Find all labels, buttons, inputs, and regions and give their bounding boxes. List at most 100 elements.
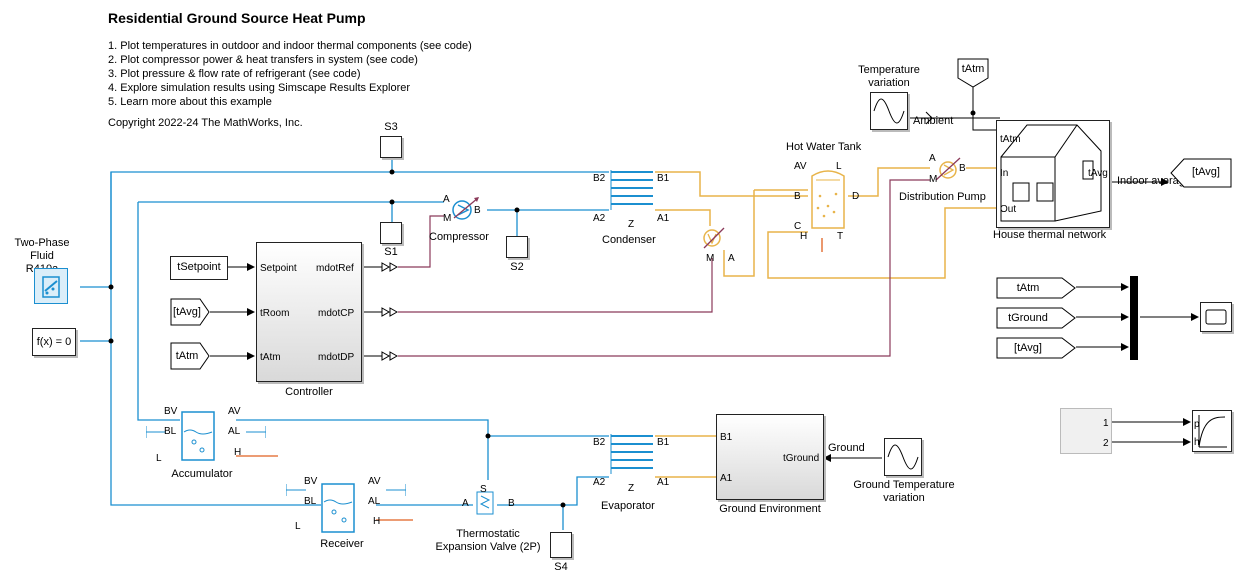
link-learn-more[interactable]: 5. Learn more about this example [108,96,272,108]
evaporator-port-b2: B2 [593,437,606,448]
house-port-out: Out [1000,204,1017,215]
ground-temperature-label: Ground Temperature variation [853,479,955,504]
solver-configuration-block[interactable]: f(x) = 0 [32,328,76,356]
controller-out-mdotref: mdotRef [316,263,354,274]
scope-source-tatm-label: tAtm [1016,282,1040,294]
dpump-port-b: B [959,163,966,174]
fluid-properties-block[interactable] [34,268,68,304]
tank-icon [811,170,845,229]
tank-port-l: L [836,161,842,172]
controller-in-tatm: tAtm [260,352,281,363]
signal-lines [398,179,930,357]
link-plot-power[interactable]: 2. Plot compressor power & heat transfer… [108,54,418,66]
ph-plot-block[interactable] [1192,410,1232,452]
evaporator-port-a1: A1 [657,477,670,488]
ground-env-port-b1: B1 [720,432,733,443]
scope-block[interactable] [1200,302,1232,332]
sensor-s2-label: S2 [510,261,524,273]
accumulator-block[interactable] [145,410,267,466]
mux-block[interactable] [1130,276,1138,360]
ground-temperature-block[interactable] [884,438,922,476]
condenser-pump-block[interactable] [700,226,726,252]
pump-icon [935,157,961,181]
controller-in-setpoint: Setpoint [260,263,297,274]
ground-environment-label: Ground Environment [719,503,821,515]
scope-icon [1205,309,1227,325]
sensor-s4-block[interactable] [550,532,572,558]
tsetpoint-source-label: tSetpoint [177,261,221,273]
tavg-goto-block[interactable] [1170,158,1232,188]
controller-out-mdotdp: mdotDP [318,352,355,363]
sensor-s3-label: S3 [384,121,398,133]
tank-icon [285,483,407,533]
link-plot-pressure[interactable]: 3. Plot pressure & flow rate of refriger… [108,68,361,80]
temp-variation-block[interactable] [870,92,908,130]
receiver-port-bv: BV [304,476,318,487]
evaporator-block[interactable] [609,430,655,480]
tank-port-av: AV [794,161,807,172]
sensor-s2-block[interactable] [506,236,528,258]
condenser-port-b1: B1 [657,173,670,184]
condenser-label: Condenser [602,234,656,246]
ground-environment-block[interactable] [716,414,824,500]
controller-block[interactable] [256,242,362,382]
txv-label: Thermostatic Expansion Valve (2P) [435,528,541,553]
ph-diagram-source-block[interactable] [1060,408,1112,454]
compressor-port-b: B [474,205,481,216]
link-plot-temperatures[interactable]: 1. Plot temperatures in outdoor and indo… [108,40,472,52]
distribution-pump-block[interactable] [930,156,966,184]
txv-port-a: A [462,498,469,509]
house-port-tatm: tAtm [1000,134,1021,145]
hot-water-tank-block[interactable] [806,166,850,238]
accumulator-port-l: L [156,453,162,464]
model-title: Residential Ground Source Heat Pump [108,10,366,26]
indoor-average-label: Indoor average [1117,175,1191,187]
compressor-label: Compressor [429,231,489,243]
sensor-s1-block[interactable] [380,222,402,244]
evaporator-label: Evaporator [601,500,655,512]
controller-out-mdotcp: mdotCP [318,308,355,319]
sine-wave-icon [873,98,905,124]
house-thermal-network-block[interactable] [996,120,1110,228]
valve-icon [476,491,494,515]
tavg-goto-label: [tAvg] [1192,166,1220,178]
tatm-goto-label: tAtm [961,63,985,75]
scope-source-tatm[interactable] [996,277,1076,299]
dpump-port-m: M [929,174,938,185]
accumulator-port-bl: BL [164,426,177,437]
accumulator-label: Accumulator [171,468,233,480]
scope-source-tavg[interactable] [996,337,1076,359]
sensor-s4-label: S4 [554,561,568,573]
tank-port-d: D [852,191,860,202]
ground-env-out-tground: tGround [783,453,820,464]
receiver-port-l: L [295,521,301,532]
accumulator-port-al: AL [228,426,241,437]
receiver-block[interactable] [285,478,407,534]
tatm-from-block[interactable] [170,342,210,370]
accumulator-port-av: AV [228,406,241,417]
tsetpoint-source-block[interactable] [170,256,228,280]
sensor-s3-block[interactable] [380,136,402,158]
tank-icon [145,411,267,461]
condenser-block[interactable] [609,166,655,216]
receiver-port-al: AL [368,496,381,507]
expansion-valve-block[interactable] [473,490,497,520]
heat-exchanger-icon [610,170,653,210]
ground-line-label: Ground [828,442,865,454]
controller-label: Controller [285,386,333,398]
compressor-block[interactable] [446,196,486,224]
controller-in-troom: tRoom [260,308,290,319]
pump-icon [703,227,725,249]
sensor-s1-label: S1 [384,246,398,258]
beaker-icon [42,276,60,298]
receiver-port-bl: BL [304,496,317,507]
scope-source-tground[interactable] [996,307,1076,329]
sine-wave-icon [887,444,919,470]
link-results-explorer[interactable]: 4. Explore simulation results using Sims… [108,82,411,94]
tavg-from-block[interactable] [170,298,210,326]
tatm-goto-block[interactable] [957,58,989,88]
signal-triangles [381,111,933,361]
ground-env-port-a1: A1 [720,473,733,484]
receiver-port-av: AV [368,476,381,487]
